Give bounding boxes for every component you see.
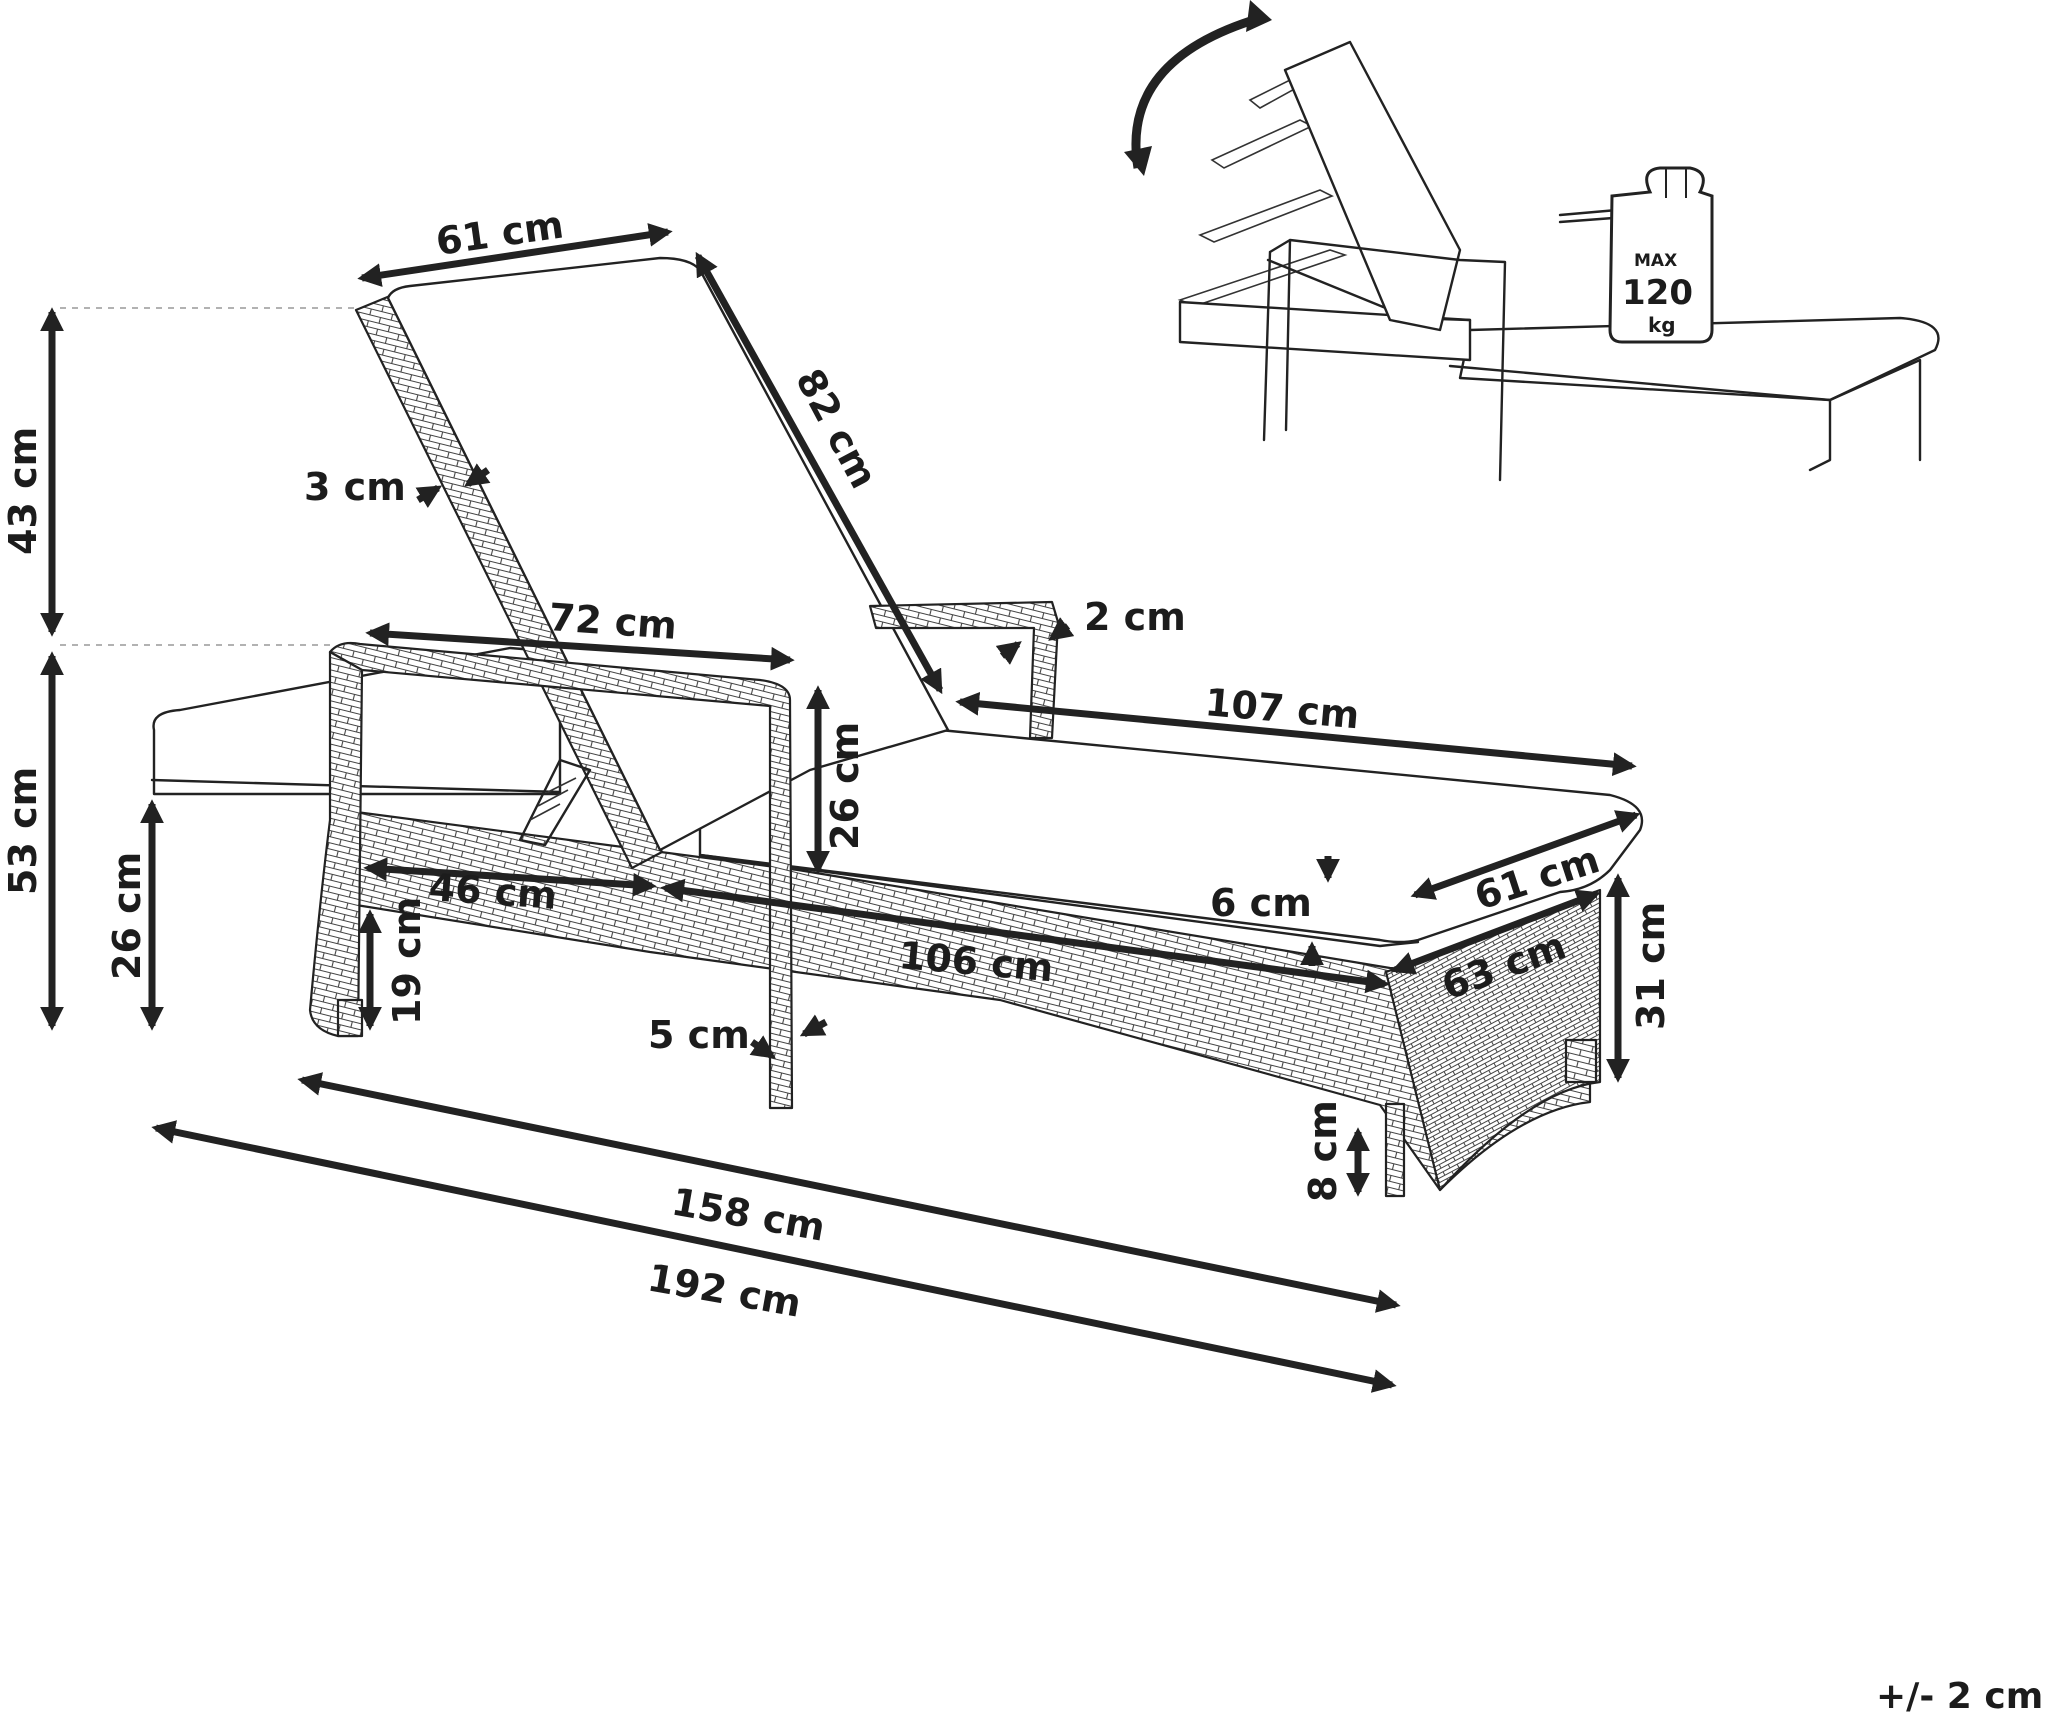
label-backrest-width: 61 cm [433,202,566,263]
label-total-length: 192 cm [644,1256,804,1326]
label-backrest-height: 43 cm [1,427,45,555]
label-cushion-thickness: 6 cm [1210,881,1312,925]
label-seat-to-armrest-height: 53 cm [1,767,45,895]
weight-badge-label: MAX [1634,251,1677,271]
label-front-seat-length: 46 cm [427,865,558,918]
weight-badge-value: 120 [1622,273,1693,313]
label-ground-clearance: 8 cm [1301,1100,1345,1202]
label-seat-height: 26 cm [105,852,149,980]
label-frame-thickness-back: 3 cm [304,465,406,509]
label-front-leg-height: 19 cm [385,897,429,1025]
weight-badge-unit: kg [1648,313,1676,337]
label-armrest-thickness: 2 cm [1084,595,1186,639]
label-armrest-height-above-seat: 26 cm [823,722,867,850]
recline-preview-drawing: MAX 120 kg [1124,0,1940,482]
tolerance-note: +/- 2 cm [1876,1676,2043,1717]
label-armrest-length: 72 cm [547,595,678,648]
label-rear-height: 31 cm [1629,902,1673,1030]
weight-icon: MAX 120 kg [1608,166,1714,344]
dimension-lines [40,223,1641,1393]
rotate-arrow-icon [1124,0,1272,176]
label-leg-width: 5 cm [648,1013,750,1057]
